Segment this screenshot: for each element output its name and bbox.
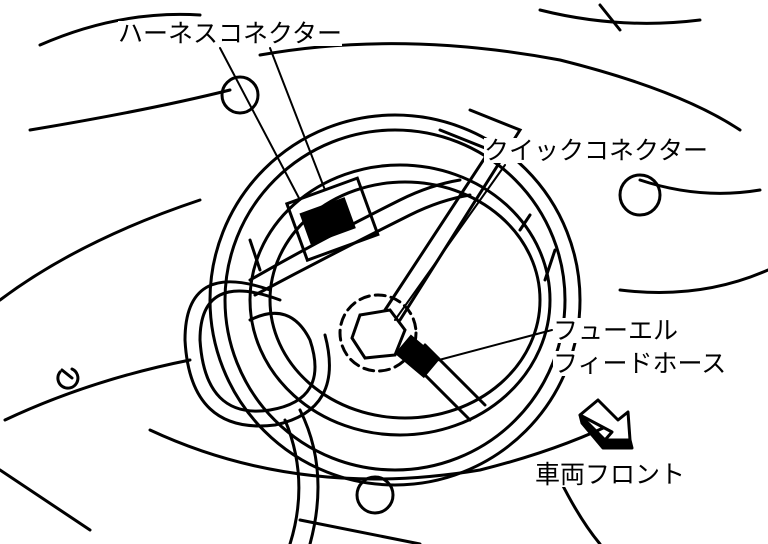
front-arrow-icon bbox=[578, 398, 634, 450]
harness-connector-label: ハーネスコネクター bbox=[118, 19, 343, 48]
fuel-feed-hose-label-line2: フィードホース bbox=[553, 349, 727, 378]
vehicle-front-label: 車両フロント bbox=[535, 460, 686, 489]
mounting-hole bbox=[618, 173, 662, 217]
leader-lines bbox=[219, 47, 553, 366]
bolt-mark bbox=[56, 367, 80, 390]
mounting-hole bbox=[355, 475, 395, 515]
mounting-hole bbox=[220, 75, 260, 115]
harness-connector-shape bbox=[248, 176, 472, 297]
fuel-feed-hose-label-line1: フューエル bbox=[553, 316, 679, 345]
quick-connector-shape bbox=[338, 293, 440, 379]
quick-connector-label: クイックコネクター bbox=[484, 136, 709, 165]
pump-flange bbox=[208, 113, 582, 487]
